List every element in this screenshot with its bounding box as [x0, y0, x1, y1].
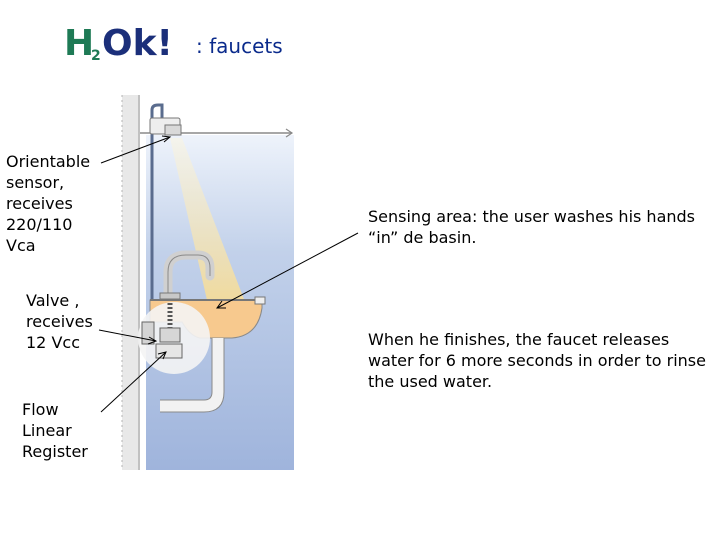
- wall-edge: [122, 95, 140, 470]
- drain-pipe: [160, 338, 224, 412]
- sensing-beam: [170, 138, 252, 322]
- logo-ok-text: Ok!: [102, 23, 173, 64]
- faucet-finish-description: When he finishes, the faucet releases wa…: [368, 330, 706, 391]
- logo-h-letter: H: [64, 23, 94, 64]
- flow-register-label: Flow Linear Register: [22, 400, 88, 461]
- valve-label: Valve , receives 12 Vcc: [26, 291, 93, 352]
- logo-subscript-2: 2: [91, 48, 101, 64]
- sensor-cable: [150, 103, 164, 300]
- page-title-suffix: : faucets: [196, 34, 283, 58]
- callout-flow: [100, 351, 167, 413]
- sensor-label: Orientable sensor, receives 220/110 Vca: [6, 152, 91, 255]
- h2ok-logo: H 2 Ok!: [64, 23, 173, 64]
- sensing-area-description: Sensing area: the user washes his hands …: [368, 207, 696, 247]
- flow-register-body: [155, 343, 183, 359]
- callout-sensor: [100, 136, 171, 164]
- valve-body: [159, 327, 181, 343]
- callout-sensing-area: [216, 232, 359, 309]
- callout-valve: [98, 329, 157, 342]
